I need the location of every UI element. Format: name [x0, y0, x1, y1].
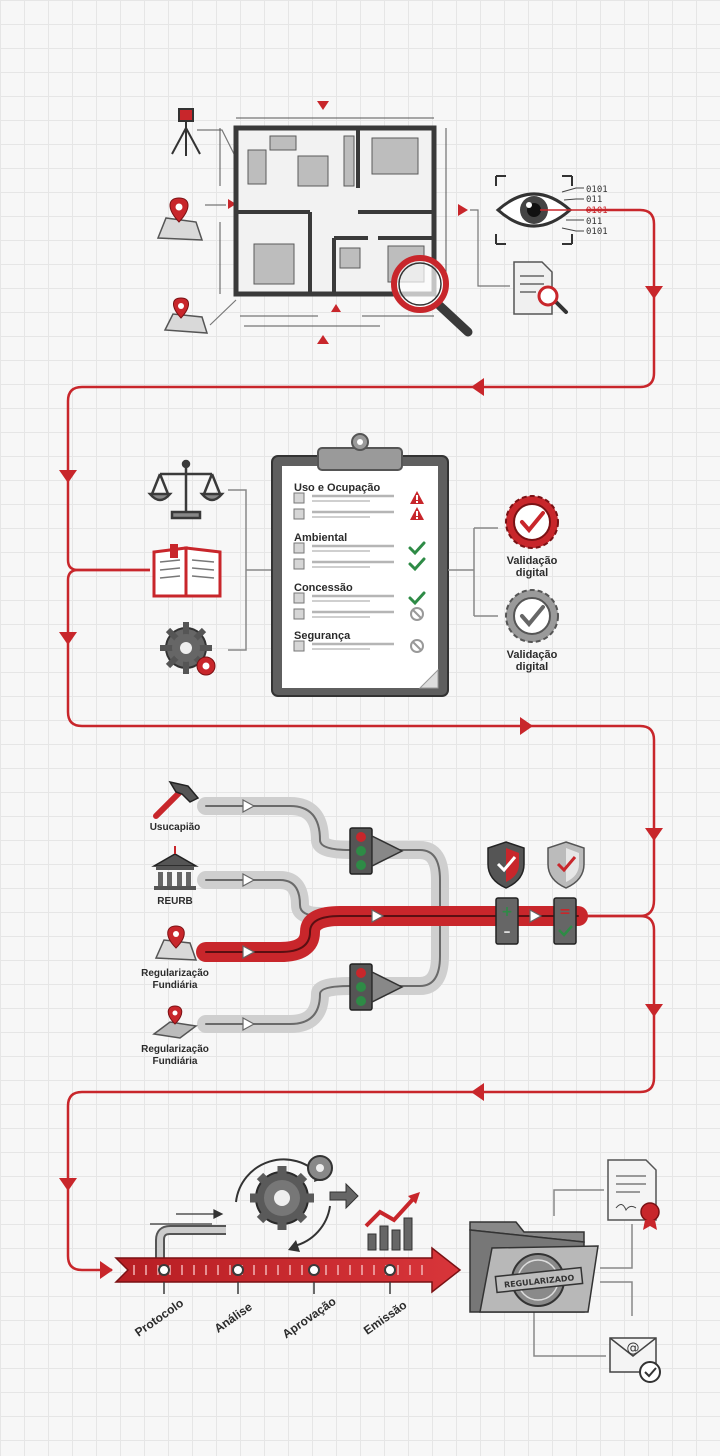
shield-check-icon [487, 841, 525, 889]
document-search-icon [513, 261, 568, 315]
dimension-lines [219, 117, 447, 327]
svg-text:=: = [559, 904, 571, 920]
flow-connector [66, 208, 656, 1272]
warning-icon [410, 491, 424, 504]
gears-icon [160, 622, 216, 676]
dimension-markers [317, 101, 341, 344]
check-icon [408, 591, 426, 606]
folder-icon: REGULARIZADO [469, 1221, 599, 1313]
shield-check-icon [547, 841, 585, 889]
scales-of-justice-icon [147, 459, 225, 520]
eye-scan-icon [495, 175, 586, 245]
government-building-icon [151, 846, 199, 890]
legal-basis-icons [147, 459, 272, 676]
binary-text: 011 [586, 217, 602, 227]
path-label: Usucapião [150, 822, 201, 833]
validation-gate-icon: + – [495, 897, 519, 945]
traffic-light-icon [349, 827, 404, 875]
checkbox [293, 508, 305, 520]
checkbox [293, 608, 305, 620]
envelope-mail-icon: @ [609, 1337, 661, 1383]
milestone-dot [384, 1264, 396, 1276]
timeline-step-label: Aprovação [280, 1294, 339, 1341]
regularization-paths: + – = Usucapião RE [141, 780, 588, 1067]
flow-arrowheads [59, 286, 663, 1279]
milestone-dot [308, 1264, 320, 1276]
checkbox [293, 542, 305, 554]
traffic-light-icon [349, 963, 404, 1011]
checklist-row [293, 491, 424, 504]
category-label: Ambiental [294, 532, 347, 544]
checklist-categories: Uso e Ocupação Ambiental Concessão Segur… [294, 482, 380, 642]
category-label: Segurança [294, 630, 351, 642]
validation-seal-icon [505, 589, 559, 643]
checklist-row [293, 639, 424, 653]
checklist-row [293, 541, 426, 556]
marker-arrow [458, 204, 468, 216]
compliance-clipboard: Uso e Ocupação Ambiental Concessão Segur… [271, 433, 449, 697]
svg-text:–: – [504, 924, 511, 940]
map-pin-icon [152, 1005, 198, 1039]
binary-text: 011 [586, 195, 602, 205]
blocked-icon [410, 607, 424, 621]
floorplan-section: 0101 011 0101 011 0101 [156, 101, 608, 344]
outcome: @ REGULARIZADO [469, 1159, 661, 1383]
binary-text: 0101 [586, 185, 608, 195]
timeline-step-label: Análise [212, 1299, 255, 1335]
warning-icon [410, 507, 424, 520]
check-icon [408, 541, 426, 556]
milestone-dot [232, 1264, 244, 1276]
binary-labels: 0101 011 0101 011 0101 [586, 185, 608, 237]
milestone-dot [158, 1264, 170, 1276]
hammer-icon [153, 780, 200, 819]
timeline-step-label: Emissão [361, 1298, 409, 1338]
checkbox [293, 558, 305, 570]
checklist-rows [293, 491, 426, 653]
map-pin-icon [154, 925, 198, 961]
magnifier-icon [391, 255, 473, 337]
checklist-row [293, 607, 424, 621]
category-label: Concessão [294, 582, 353, 594]
checkbox [293, 492, 305, 504]
path-label: REURB [157, 896, 193, 907]
check-icon [408, 557, 426, 572]
category-label: Uso e Ocupação [294, 482, 380, 494]
map-pin-icon [156, 197, 204, 241]
checklist-row [293, 591, 426, 606]
checkbox [293, 640, 305, 652]
process-timeline: Protocolo Análise Aprovação Emissão [114, 1155, 462, 1341]
validation-gate-icon: = [553, 897, 577, 945]
svg-text:@: @ [627, 1341, 640, 1356]
binary-text: 0101 [586, 206, 608, 216]
checkbox [293, 592, 305, 604]
validation-seal-icon [505, 495, 559, 549]
law-book-icon [152, 544, 222, 598]
leader-lines [470, 209, 510, 287]
binary-code [561, 187, 584, 232]
checklist-row [293, 507, 424, 520]
certificate-icon [607, 1159, 660, 1230]
blocked-icon [410, 639, 424, 653]
growth-chart-icon [364, 1192, 420, 1251]
surveying-tripod-icon [171, 108, 201, 156]
checklist-row [293, 557, 426, 572]
svg-text:+: + [501, 904, 513, 920]
map-pin-icon [163, 297, 209, 334]
marker-arrow [228, 199, 236, 209]
binary-text: 0101 [586, 227, 608, 237]
timeline-arrow [114, 1246, 462, 1294]
timeline-step-label: Protocolo [132, 1296, 186, 1340]
leader-lines [197, 129, 237, 326]
gears-cycle-icon [235, 1155, 359, 1252]
